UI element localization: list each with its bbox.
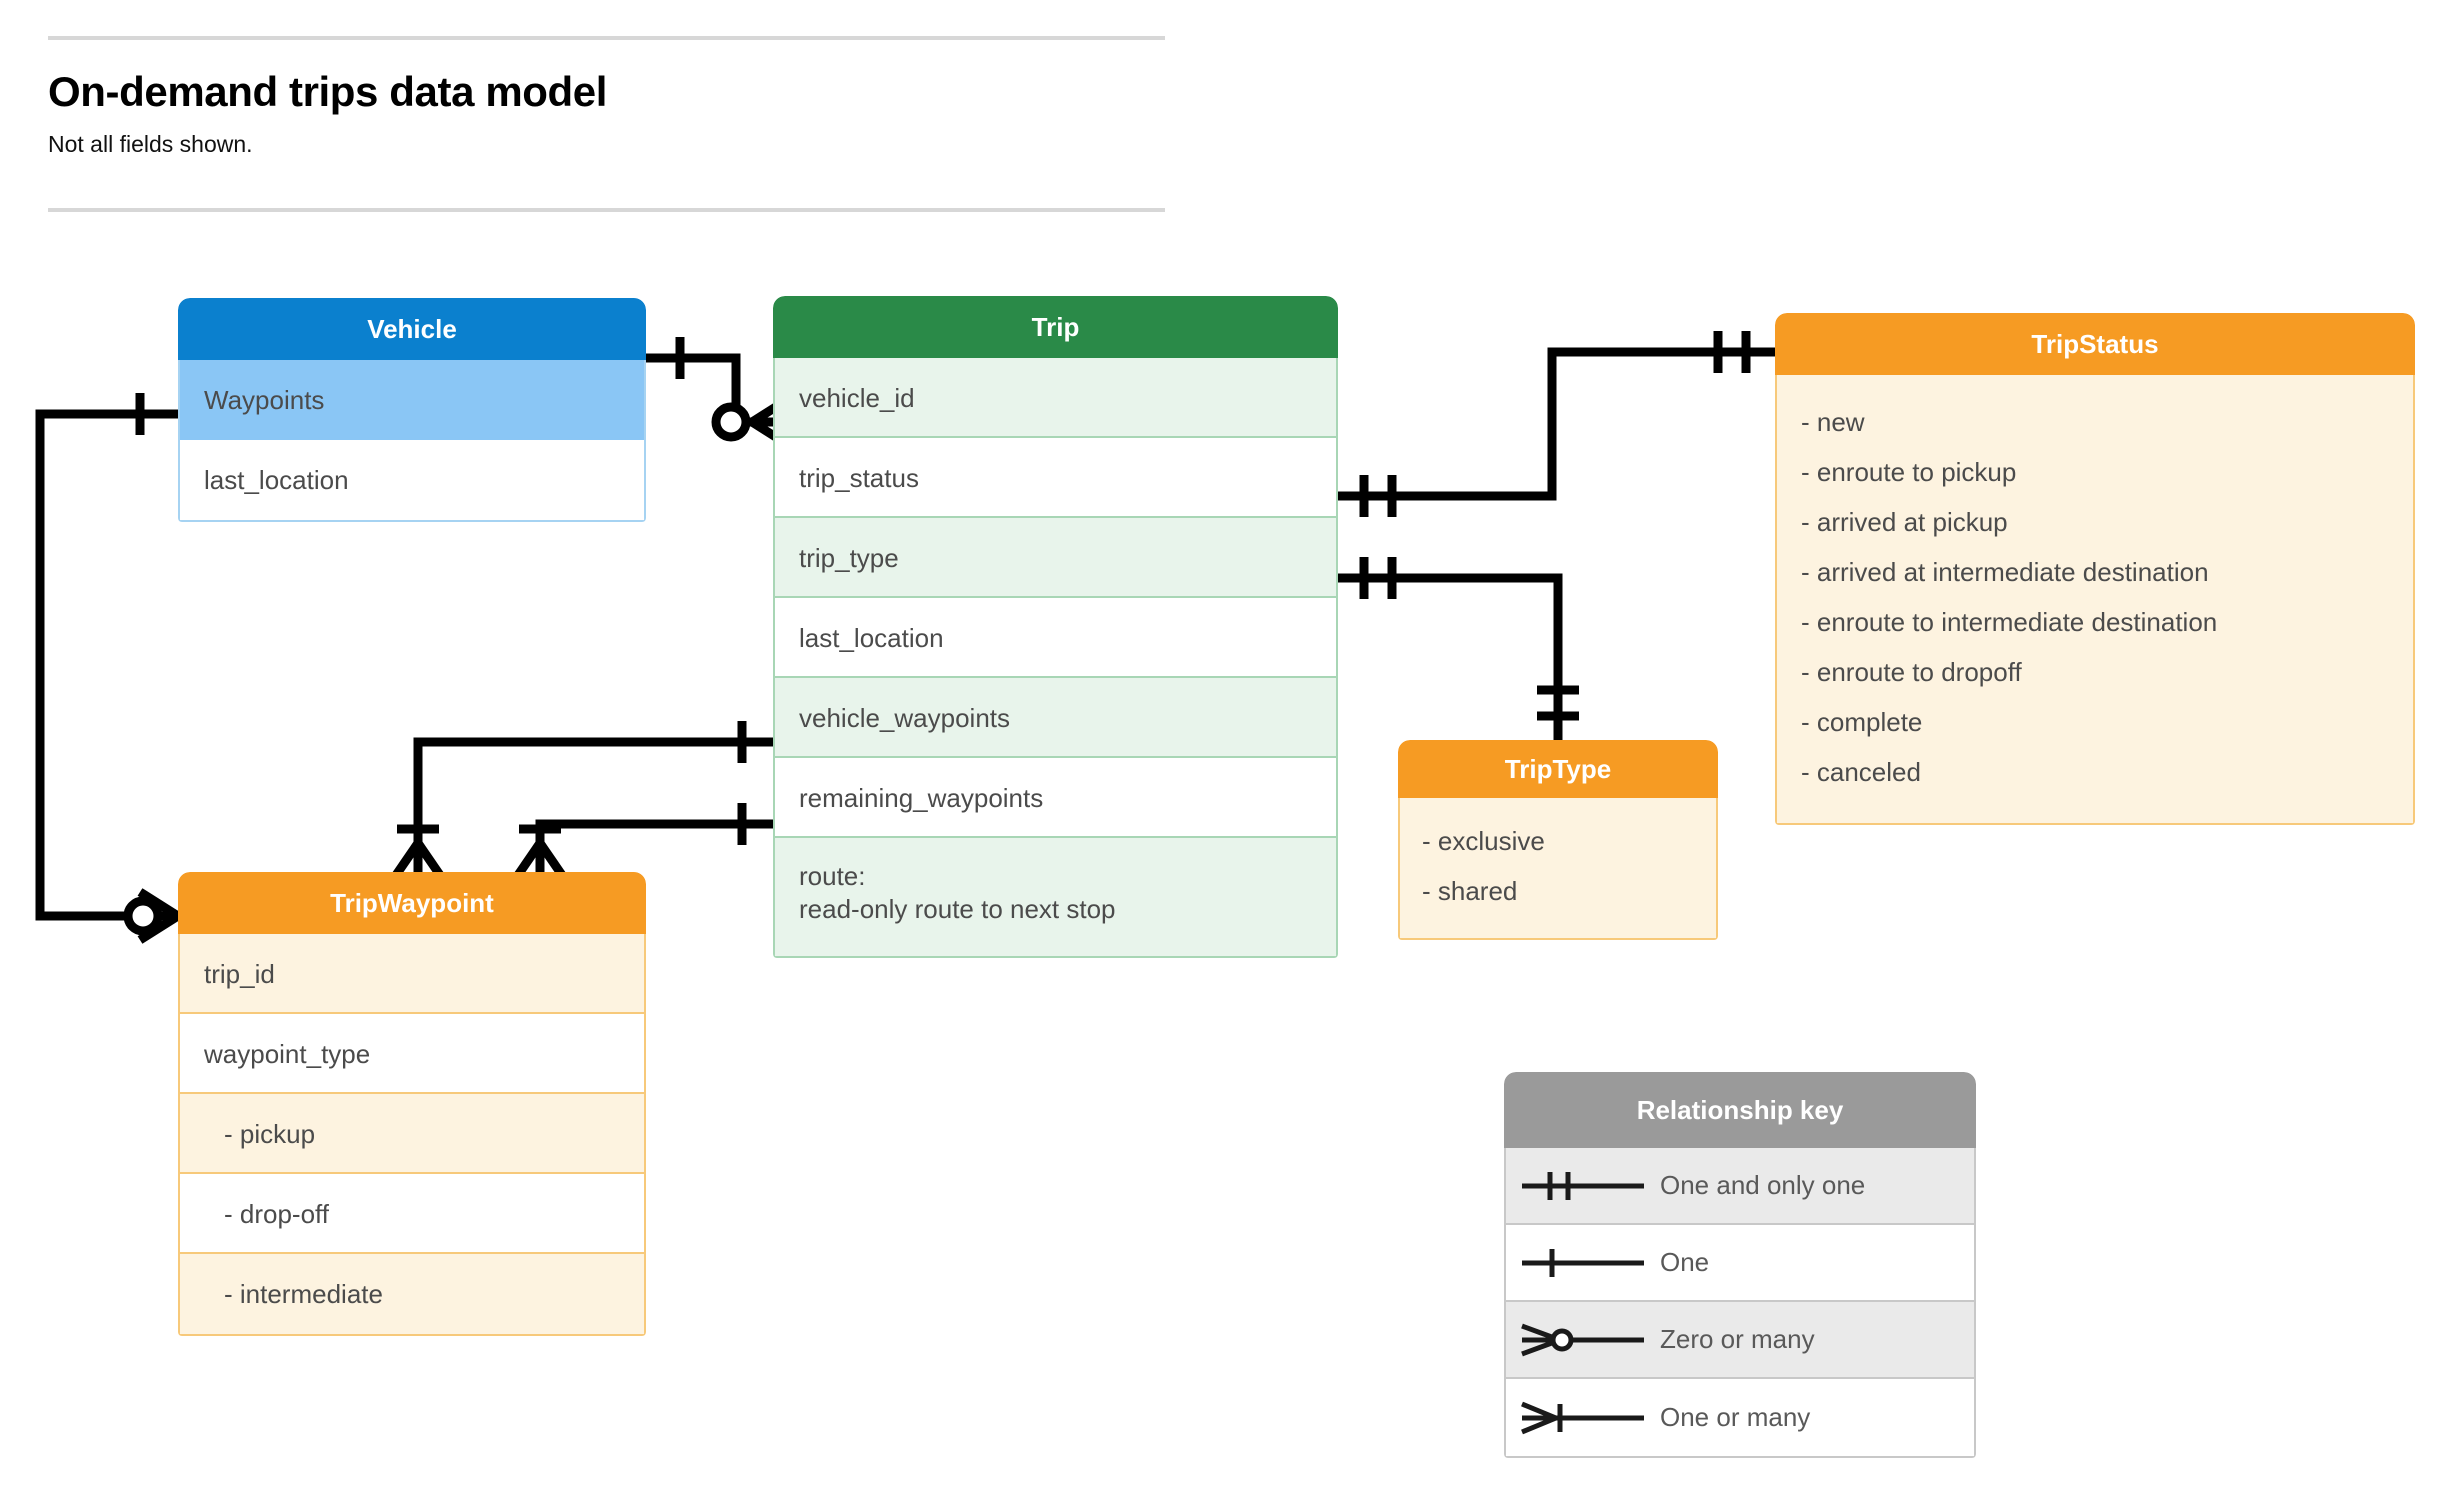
entity-trip-title: Trip (773, 296, 1338, 358)
entity-triptype-values: - exclusive - shared (1398, 798, 1718, 940)
legend-label: One or many (1660, 1402, 1811, 1432)
legend-row: One (1506, 1225, 1974, 1302)
card-one-and-only-one-trip-type (1359, 557, 1397, 599)
relationship-key-rows: One and only one One (1504, 1148, 1976, 1458)
one-icon (1506, 1243, 1660, 1283)
connector-trip-remaining-waypoints (535, 819, 773, 872)
connector-trip-vehicle-waypoints (413, 737, 773, 872)
entity-tripwaypoint-fields: trip_id waypoint_type - pickup - drop-of… (178, 934, 646, 1336)
page-title: On-demand trips data model (48, 68, 607, 115)
enum-item: - complete (1801, 707, 1923, 737)
enum-row: - pickup (180, 1094, 644, 1174)
enum-item: - canceled (1801, 757, 1921, 787)
connector-trip-triptype (1338, 573, 1563, 740)
legend-row: One or many (1506, 1379, 1974, 1456)
entity-vehicle-fields: Waypoints last_location (178, 360, 646, 522)
connector-vehicle-tripwaypoint (35, 409, 178, 921)
legend-row: One and only one (1506, 1148, 1974, 1225)
card-zero-or-many-tripwaypoint (137, 888, 181, 944)
field-row[interactable]: waypoint_type (180, 1014, 644, 1094)
card-one-and-only-one-trip-status (1359, 475, 1397, 517)
entity-tripstatus-title: TripStatus (1775, 313, 2415, 375)
entity-vehicle-title: Vehicle (178, 298, 646, 360)
field-row-route[interactable]: route: read-only route to next stop (775, 838, 1336, 956)
card-one-or-many-tripwaypoint-left (390, 824, 446, 881)
entity-tripstatus[interactable]: TripStatus - new - enroute to pickup - a… (1775, 313, 2415, 825)
zero-or-many-icon (1506, 1320, 1660, 1360)
card-one-or-many-tripwaypoint-right (512, 824, 568, 881)
header-divider-bottom (48, 208, 1165, 212)
entity-triptype-title: TripType (1398, 740, 1718, 798)
field-row[interactable]: Waypoints (180, 360, 644, 440)
enum-row: - intermediate (180, 1254, 644, 1334)
enum-item: - new (1801, 407, 1865, 437)
field-row[interactable]: last_location (180, 440, 644, 520)
card-one-and-only-one-triptype (1537, 685, 1579, 721)
legend-row: Zero or many (1506, 1302, 1974, 1379)
card-zero-circle-trip-vehicleid (711, 402, 751, 442)
field-row[interactable]: vehicle_waypoints (775, 678, 1336, 758)
enum-item: - enroute to intermediate destination (1801, 607, 2218, 637)
entity-vehicle[interactable]: Vehicle Waypoints last_location (178, 298, 646, 522)
enum-row: - drop-off (180, 1174, 644, 1254)
field-row[interactable]: last_location (775, 598, 1336, 678)
field-route-label: route: (799, 861, 866, 891)
entity-tripwaypoint[interactable]: TripWaypoint trip_id waypoint_type - pic… (178, 872, 646, 1336)
entity-trip[interactable]: Trip vehicle_id trip_status trip_type la… (773, 296, 1338, 958)
one-and-only-one-icon (1506, 1166, 1660, 1206)
legend-label: One and only one (1660, 1170, 1866, 1200)
field-route-description: read-only route to next stop (799, 894, 1116, 925)
relationship-key-title: Relationship key (1504, 1072, 1976, 1148)
field-row[interactable]: vehicle_id (775, 358, 1336, 438)
legend-label: One (1660, 1247, 1710, 1277)
field-row[interactable]: trip_id (180, 934, 644, 1014)
connector-trip-tripstatus (1338, 347, 1775, 501)
enum-item: - enroute to pickup (1801, 457, 2017, 487)
entity-trip-fields: vehicle_id trip_status trip_type last_lo… (773, 358, 1338, 958)
field-row[interactable]: trip_type (775, 518, 1336, 598)
entity-tripstatus-values: - new - enroute to pickup - arrived at p… (1775, 375, 2415, 825)
enum-item: - arrived at intermediate destination (1801, 557, 2209, 587)
card-one-and-only-one-tripstatus (1713, 331, 1751, 373)
enum-item: - shared (1422, 876, 1518, 906)
entity-tripwaypoint-title: TripWaypoint (178, 872, 646, 934)
relationship-key-legend: Relationship key One and only one (1504, 1072, 1976, 1458)
enum-item: - arrived at pickup (1801, 507, 2008, 537)
enum-item: - enroute to dropoff (1801, 657, 2022, 687)
connector-vehicle-trip (646, 353, 752, 427)
enum-item: - exclusive (1422, 826, 1545, 856)
field-row[interactable]: remaining_waypoints (775, 758, 1336, 838)
header-divider-top (48, 36, 1165, 40)
legend-label: Zero or many (1660, 1324, 1815, 1354)
one-or-many-icon (1506, 1398, 1660, 1438)
page-subtitle: Not all fields shown. (48, 131, 253, 157)
entity-triptype[interactable]: TripType - exclusive - shared (1398, 740, 1718, 940)
page-header: On-demand trips data model Not all field… (0, 0, 1175, 225)
field-row[interactable]: trip_status (775, 438, 1336, 518)
card-zero-circle-tripwaypoint (123, 896, 163, 936)
